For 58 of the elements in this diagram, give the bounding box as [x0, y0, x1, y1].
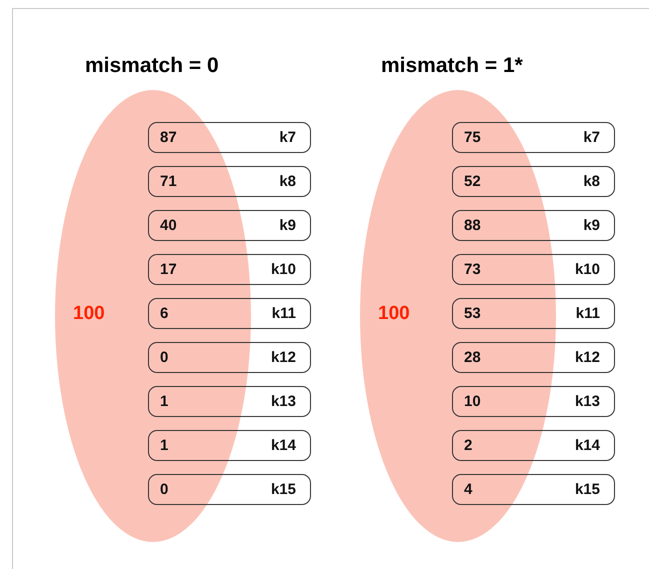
row-box [148, 342, 311, 373]
count-value: 0 [160, 349, 168, 366]
row-box [148, 210, 311, 241]
count-value: 0 [160, 481, 168, 498]
key-label: k14 [574, 437, 600, 454]
count-value: 10 [464, 393, 481, 410]
key-label: k12 [270, 349, 296, 366]
count-value: 4 [464, 481, 472, 498]
row-box [452, 298, 615, 329]
row-box [148, 122, 311, 153]
count-value: 52 [464, 173, 481, 190]
count-value: 87 [160, 129, 177, 146]
row-box [452, 122, 615, 153]
panel-title: mismatch = 1* [381, 54, 523, 78]
row-box [452, 166, 615, 197]
row-box [148, 298, 311, 329]
key-label: k13 [574, 393, 600, 410]
key-label: k11 [272, 305, 296, 322]
count-value: 73 [464, 261, 481, 278]
key-label: k9 [583, 217, 600, 234]
count-value: 88 [464, 217, 481, 234]
count-value: 1 [160, 393, 168, 410]
key-label: k9 [279, 217, 296, 234]
key-label: k14 [270, 437, 296, 454]
key-label: k15 [270, 481, 296, 498]
key-label: k10 [270, 261, 296, 278]
count-value: 53 [464, 305, 481, 322]
count-value: 2 [464, 437, 472, 454]
row-box [452, 254, 615, 285]
count-value: 40 [160, 217, 177, 234]
count-value: 6 [160, 305, 168, 322]
row-box [452, 342, 615, 373]
row-box [452, 474, 615, 505]
row-box [452, 210, 615, 241]
key-label: k10 [574, 261, 600, 278]
key-label: k12 [574, 349, 600, 366]
key-label: k13 [270, 393, 296, 410]
row-box [452, 386, 615, 417]
key-label: k7 [583, 129, 600, 146]
key-label: k7 [279, 129, 296, 146]
row-box [148, 386, 311, 417]
key-label: k8 [583, 173, 600, 190]
count-value: 28 [464, 349, 481, 366]
count-value: 71 [160, 173, 177, 190]
panel-title: mismatch = 0 [85, 54, 219, 78]
count-value: 17 [160, 261, 177, 278]
key-label: k15 [574, 481, 600, 498]
count-value: 75 [464, 129, 481, 146]
row-box [148, 430, 311, 461]
count-value: 1 [160, 437, 168, 454]
row-box [452, 430, 615, 461]
key-label: k11 [576, 305, 600, 322]
total-count: 100 [378, 303, 410, 325]
total-count: 100 [73, 303, 105, 325]
row-box [148, 166, 311, 197]
row-box [148, 474, 311, 505]
key-label: k8 [279, 173, 296, 190]
row-box [148, 254, 311, 285]
